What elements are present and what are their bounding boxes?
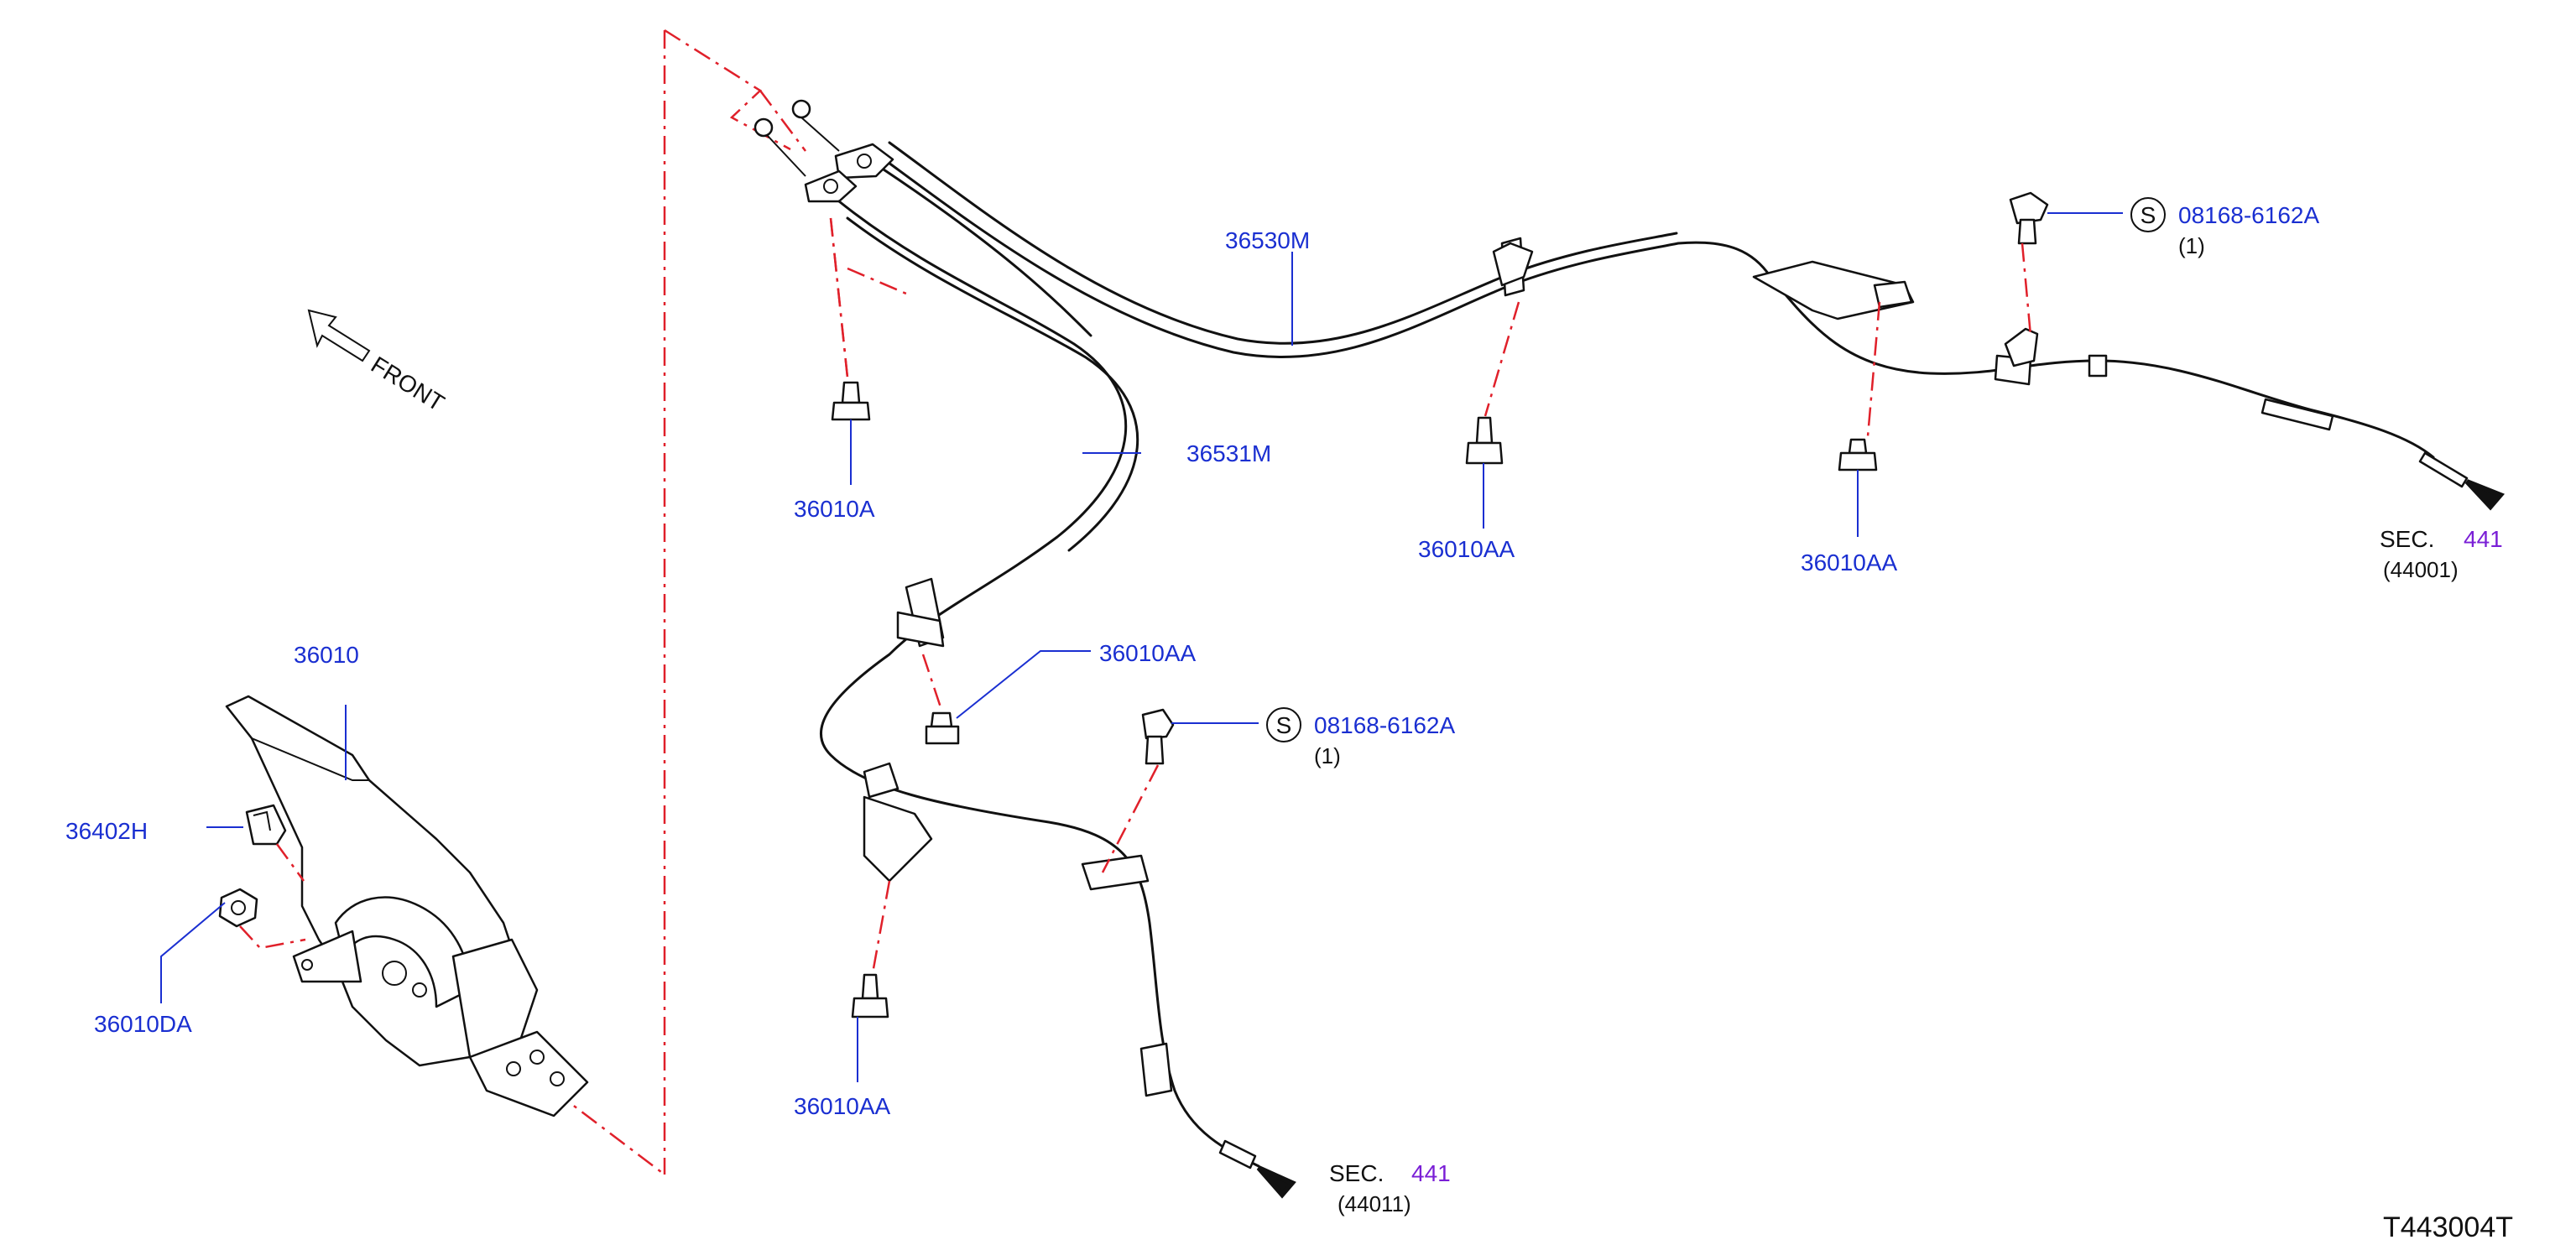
- label-cable-36530m: 36530M: [1225, 227, 1310, 253]
- standard-part-lower: S 08168-6162A (1): [1266, 707, 1455, 768]
- arrow-front-icon: [307, 309, 371, 362]
- section-prefix: SEC.: [1329, 1160, 1384, 1186]
- label-knob-36402h: 36402H: [65, 818, 148, 844]
- bolt-08168-lower-shape: [1141, 708, 1175, 765]
- standard-part-symbol-circle: [2130, 197, 2166, 232]
- label-lever-36010: 36010: [294, 642, 359, 668]
- section-prefix: SEC.: [2380, 526, 2434, 552]
- label-nut-36010da: 36010DA: [94, 1011, 192, 1037]
- standard-part-qty: (1): [2178, 233, 2205, 258]
- assembly-boundary-lines: [553, 29, 806, 1175]
- bolt-08168-upper-shape: [2009, 191, 2049, 245]
- bolt-36010aa-2-shape: [1838, 438, 1878, 471]
- bolt-36010aa-1-shape: [1465, 416, 1504, 465]
- standard-part-number: 08168-6162A: [1314, 712, 1455, 738]
- section-ref-upper: SEC. 441 (44001): [2380, 526, 2503, 582]
- section-sub: (44001): [2383, 557, 2459, 582]
- section-number: 441: [2464, 526, 2503, 552]
- front-direction-indicator: FRONT: [307, 309, 449, 416]
- label-bolt-36010a: 36010A: [794, 496, 875, 522]
- bolts: [831, 191, 2049, 1018]
- knob-36402h: [245, 804, 287, 846]
- bolt-36010a-shape: [831, 381, 871, 421]
- bolt-36010aa-4-shape: [851, 973, 889, 1018]
- label-cable-36531m: 36531M: [1186, 440, 1271, 466]
- section-number: 441: [1411, 1160, 1451, 1186]
- section-arrows: [1256, 479, 2506, 1199]
- label-bolt-36010aa-2: 36010AA: [1801, 550, 1898, 576]
- standard-part-symbol-circle: [1266, 707, 1301, 742]
- label-bolt-36010aa-1: 36010AA: [1418, 536, 1515, 562]
- part-labels: 36010 36530M 36531M 36402H 36010DA 36010…: [65, 227, 1898, 1119]
- front-cable-36530m: [871, 141, 2469, 488]
- front-label: FRONT: [367, 352, 449, 416]
- drawing-code: T443004T: [2383, 1211, 2513, 1243]
- rear-cable-36531m: [820, 200, 1260, 1169]
- standard-part-symbol: S: [1276, 712, 1292, 738]
- section-sub: (44011): [1338, 1191, 1411, 1216]
- standard-part-number: 08168-6162A: [2178, 202, 2319, 228]
- parking-brake-lever-36010: [225, 695, 589, 1117]
- section-ref-lower: SEC. 441 (44011): [1329, 1160, 1451, 1216]
- label-bolt-36010aa-4: 36010AA: [794, 1093, 891, 1119]
- standard-part-qty: (1): [1314, 743, 1341, 768]
- bolt-36010aa-3-shape: [925, 711, 960, 745]
- nut-36010da: [218, 888, 258, 928]
- bolt-install-lines: [239, 217, 2032, 974]
- cable-end-fittings: [754, 99, 894, 203]
- standard-part-symbol: S: [2141, 202, 2156, 228]
- standard-part-upper: S 08168-6162A (1): [2130, 197, 2319, 258]
- label-bolt-36010aa-3: 36010AA: [1099, 640, 1197, 666]
- leader-lines: [160, 212, 2123, 1082]
